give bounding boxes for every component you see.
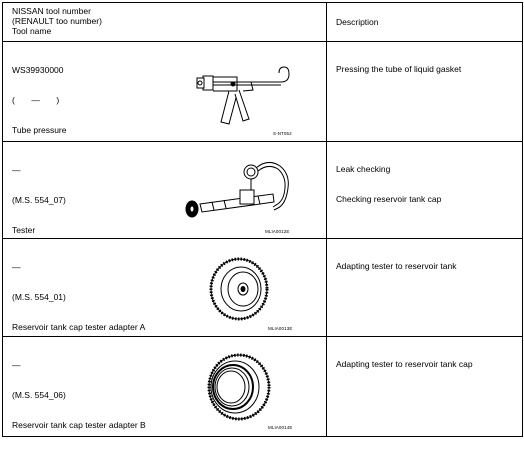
- tool-info: — (M.S. 554_01) Reservoir tank cap teste…: [12, 242, 145, 352]
- description-line: Adapting tester to reservoir tank: [336, 261, 457, 271]
- table-row: — (M.S. 554_06) Reservoir tank cap teste…: [2, 336, 523, 437]
- figure-code: MLIA0012E: [265, 229, 290, 234]
- tool-name: Tester: [12, 225, 36, 235]
- tool-cell: — (M.S. 554_07) Tester: [2, 141, 327, 239]
- description-line: Checking reservoir tank cap: [336, 194, 442, 204]
- table-row: — (M.S. 554_01) Reservoir tank cap teste…: [2, 238, 523, 337]
- header-line: NISSAN tool number: [12, 6, 91, 16]
- tool-table: NISSAN tool number (RENAULT too number) …: [2, 2, 523, 437]
- figure-code: S-NT052: [273, 131, 292, 136]
- pressure-tester-icon: [185, 162, 289, 218]
- tool-name: Reservoir tank cap tester adapter B: [12, 420, 146, 430]
- header-line: Tool name: [12, 26, 52, 36]
- tool-info: WS39930000 ( — ) Tube pressure: [12, 45, 67, 155]
- tool-renault-number: (M.S. 554_01): [12, 292, 66, 302]
- adapter-a-icon: [209, 257, 269, 321]
- header-line: (RENAULT too number): [12, 16, 102, 26]
- caulking-gun-icon: [196, 66, 290, 125]
- description-line: Pressing the tube of liquid gasket: [336, 64, 462, 74]
- tool-renault-number: ( — ): [12, 95, 60, 105]
- table-row: — (M.S. 554_07) Tester: [2, 141, 523, 239]
- header-description: Description: [336, 17, 379, 27]
- description-cell: Leak checking Checking reservoir tank ca…: [326, 141, 523, 239]
- tool-cell: — (M.S. 554_06) Reservoir tank cap teste…: [2, 336, 327, 437]
- description-line: Leak checking: [336, 164, 391, 174]
- tool-renault-number: (M.S. 554_06): [12, 390, 66, 400]
- tool-cell: WS39930000 ( — ) Tube pressure: [2, 41, 327, 142]
- tool-renault-number: (M.S. 554_07): [12, 195, 66, 205]
- figure-code: MLIA0013E: [268, 326, 293, 331]
- tool-info: — (M.S. 554_07) Tester: [12, 145, 66, 255]
- description-line: Adapting tester to reservoir tank cap: [336, 359, 473, 369]
- tool-number: —: [12, 165, 21, 175]
- description-cell: Pressing the tube of liquid gasket: [326, 41, 523, 142]
- tool-cell: — (M.S. 554_01) Reservoir tank cap teste…: [2, 238, 327, 337]
- tool-name: Tube pressure: [12, 125, 67, 135]
- tool-name: Reservoir tank cap tester adapter A: [12, 322, 146, 332]
- figure-code: MLIA0014E: [268, 425, 293, 430]
- header-row: NISSAN tool number (RENAULT too number) …: [2, 2, 523, 42]
- table-row: WS39930000 ( — ) Tube pressure: [2, 41, 523, 142]
- header-description-cell: Description: [326, 2, 523, 42]
- tool-info: — (M.S. 554_06) Reservoir tank cap teste…: [12, 340, 146, 450]
- description-cell: Adapting tester to reservoir tank cap: [326, 336, 523, 437]
- header-tool-cell: NISSAN tool number (RENAULT too number) …: [2, 2, 327, 42]
- description-cell: Adapting tester to reservoir tank: [326, 238, 523, 337]
- tool-number: —: [12, 262, 21, 272]
- tool-number: WS39930000: [12, 65, 64, 75]
- adapter-b-icon: [207, 353, 271, 421]
- tool-number: —: [12, 360, 21, 370]
